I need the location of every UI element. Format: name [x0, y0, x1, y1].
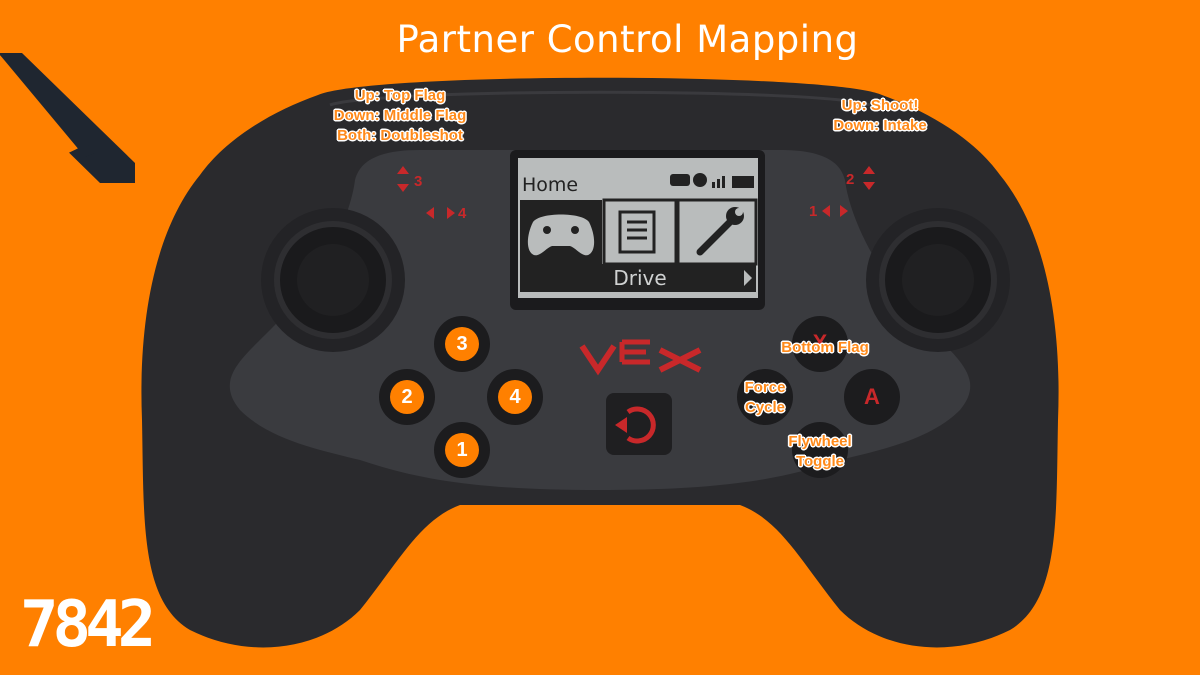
wrench-icon: [696, 207, 744, 256]
right-vertical-axis-label: 2: [846, 171, 855, 188]
home-button[interactable]: [606, 393, 672, 455]
button-b-callout: Flywheel Toggle: [770, 432, 870, 472]
callout-line: Force: [744, 379, 786, 396]
left-joystick-cap: [297, 244, 369, 316]
right-trigger-callout: Up: Shoot! Down: Intake: [810, 96, 950, 136]
lcd-arrow-right-icon[interactable]: [744, 270, 752, 286]
right-joystick-cap: [902, 244, 974, 316]
callout-line: Down: Intake: [833, 117, 927, 134]
left-axis-arrows: [397, 166, 455, 219]
lcd-screen-title: Home: [522, 174, 579, 196]
button-a[interactable]: [844, 369, 900, 425]
right-axis-arrows: [822, 166, 875, 217]
button-x[interactable]: [792, 316, 848, 372]
dpad-left-button[interactable]: 2: [390, 380, 424, 414]
callout-line: Flywheel: [788, 433, 852, 450]
callout-line: Down: Middle Flag: [333, 107, 467, 124]
left-vertical-axis-label: 3: [414, 173, 423, 190]
controller-icon: [527, 214, 595, 256]
vex-logo: [579, 339, 702, 376]
team-number-logo: 7842: [20, 588, 156, 662]
page-title: Partner Control Mapping: [396, 18, 859, 61]
top-highlight: [329, 90, 871, 107]
lcd-status-icons: [670, 173, 754, 188]
lcd-tab-program[interactable]: [602, 198, 678, 266]
button-b[interactable]: [792, 422, 848, 478]
dpad-down-button[interactable]: 1: [445, 433, 479, 467]
right-horizontal-axis-label: 1: [809, 203, 818, 220]
lcd-label-bar: [520, 264, 756, 292]
dpad-up-button[interactable]: 3: [445, 327, 479, 361]
button-y[interactable]: [737, 369, 793, 425]
callout-line: Up: Shoot!: [841, 97, 919, 114]
power-icon: [615, 406, 656, 444]
button-a-label: A: [864, 384, 880, 409]
lcd-selected-label: Drive: [613, 266, 667, 290]
callout-line: Up: Top Flag: [354, 87, 446, 104]
callout-line: Toggle: [795, 453, 845, 470]
program-icon: [618, 210, 656, 254]
callout-line: Both: Doubleshot: [337, 127, 463, 144]
left-horizontal-axis-label: 4: [458, 205, 467, 222]
left-trigger-callout: Up: Top Flag Down: Middle Flag Both: Dou…: [300, 86, 500, 146]
dpad-right-button[interactable]: 4: [498, 380, 532, 414]
decorative-stripes: [0, 53, 135, 183]
button-y-callout: Force Cycle: [730, 378, 800, 418]
callout-line: Cycle: [744, 399, 786, 416]
button-x-label: X: [812, 330, 828, 355]
button-x-callout: Bottom Flag: [781, 339, 869, 356]
stripe-small: [0, 55, 95, 157]
